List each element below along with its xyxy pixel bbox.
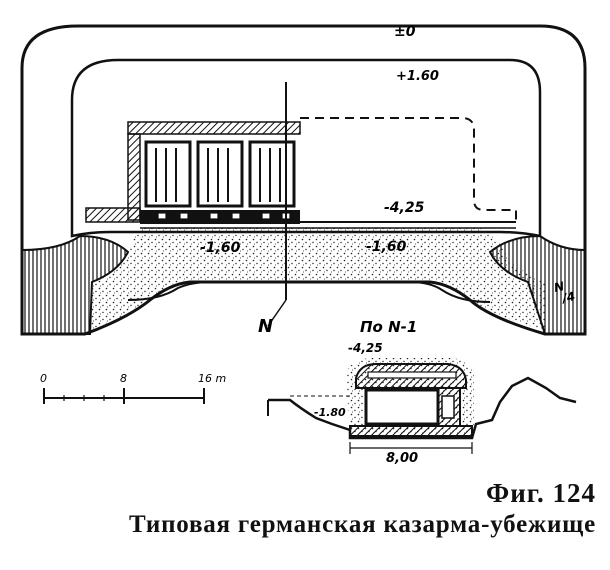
- bay-1: [144, 140, 192, 208]
- planned-extension-dashed: [300, 117, 517, 222]
- barracks-block: [85, 121, 301, 224]
- scale-tick-0: 0: [40, 372, 47, 385]
- elev-top-label: ±0: [394, 24, 416, 40]
- bay-2: [196, 140, 244, 208]
- section-mark-label: N: [258, 316, 273, 337]
- elev-upper-label: +1.60: [396, 69, 439, 84]
- plan-view: [20, 24, 587, 336]
- bay-3: [248, 140, 296, 208]
- ground-profile: [268, 376, 577, 440]
- scale-tick-8: 8: [120, 372, 127, 385]
- left-wing-hatch: [21, 234, 130, 335]
- right-wing-hatch: [488, 234, 586, 335]
- corner-mark-label: N /4: [553, 277, 577, 306]
- outer-outline: [20, 24, 587, 336]
- section-width-dim: 8,00: [386, 451, 418, 466]
- inner-outline: [70, 58, 542, 238]
- figure-title: Типовая германская казарма-убежище: [129, 511, 596, 538]
- elev-right-label: -1,60: [366, 239, 407, 255]
- section-chamber: [364, 388, 440, 426]
- passage-outline: [127, 281, 491, 303]
- section-elev-inner: -1.80: [314, 406, 346, 419]
- scale-tick-16: 16 m: [198, 372, 226, 385]
- figure-number: Фиг. 124: [486, 478, 596, 508]
- section-elev-top: -4,25: [348, 341, 383, 355]
- elev-floor-label: -4,25: [384, 200, 425, 216]
- section-title: По N-1: [360, 318, 417, 336]
- elev-left-label: -1,60: [200, 240, 241, 256]
- scale-bar: [43, 388, 205, 404]
- section-floor: [349, 425, 473, 437]
- cross-section: [267, 358, 577, 454]
- stippled-fill: [90, 228, 545, 330]
